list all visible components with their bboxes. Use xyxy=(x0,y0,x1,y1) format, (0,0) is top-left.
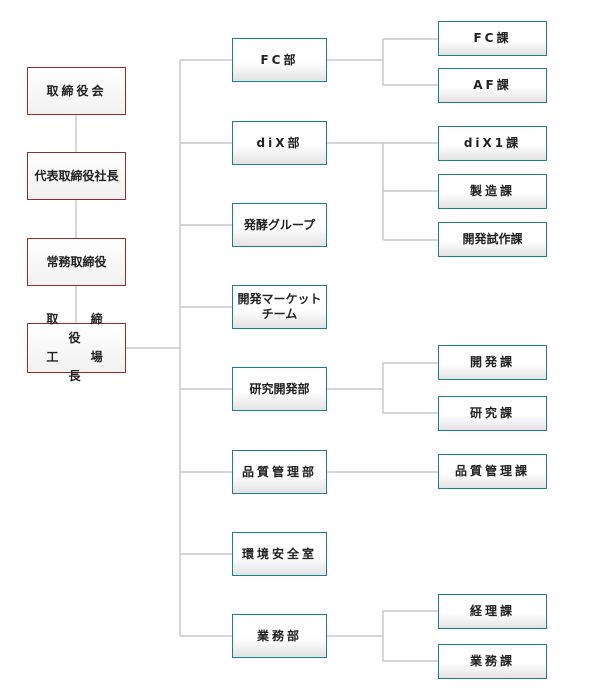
department-dix: diX部 xyxy=(232,121,327,165)
section-development-prototype: 開発試作課 xyxy=(438,222,547,257)
department-research-development: 研究開発部 xyxy=(232,367,327,411)
department-business: 業務部 xyxy=(232,614,327,658)
section-manufacturing: 製造課 xyxy=(438,174,547,209)
department-fc: FC部 xyxy=(232,38,327,82)
section-quality-control: 品質管理課 xyxy=(438,454,547,489)
section-accounting: 経理課 xyxy=(438,594,547,629)
section-research: 研究課 xyxy=(438,396,547,431)
section-business: 業務課 xyxy=(438,644,547,679)
department-development-marketing-team: 開発マーケット チーム xyxy=(232,285,327,329)
managing-director-box: 常務取締役 xyxy=(27,238,126,286)
section-af: AF課 xyxy=(438,68,547,103)
department-fermentation-group: 発酵グループ xyxy=(232,203,327,247)
section-development: 開発課 xyxy=(438,345,547,380)
director-factory-manager-box: 取 締 役 工 場 長 xyxy=(27,312,126,383)
section-fc: FC課 xyxy=(438,21,547,56)
section-dix1: diX1課 xyxy=(438,126,547,161)
board-of-directors-box: 取締役会 xyxy=(27,67,126,115)
department-quality-control: 品質管理部 xyxy=(232,450,327,494)
president-ceo-box: 代表取締役社長 xyxy=(27,152,126,200)
department-environment-safety-office: 環境安全室 xyxy=(232,532,327,576)
